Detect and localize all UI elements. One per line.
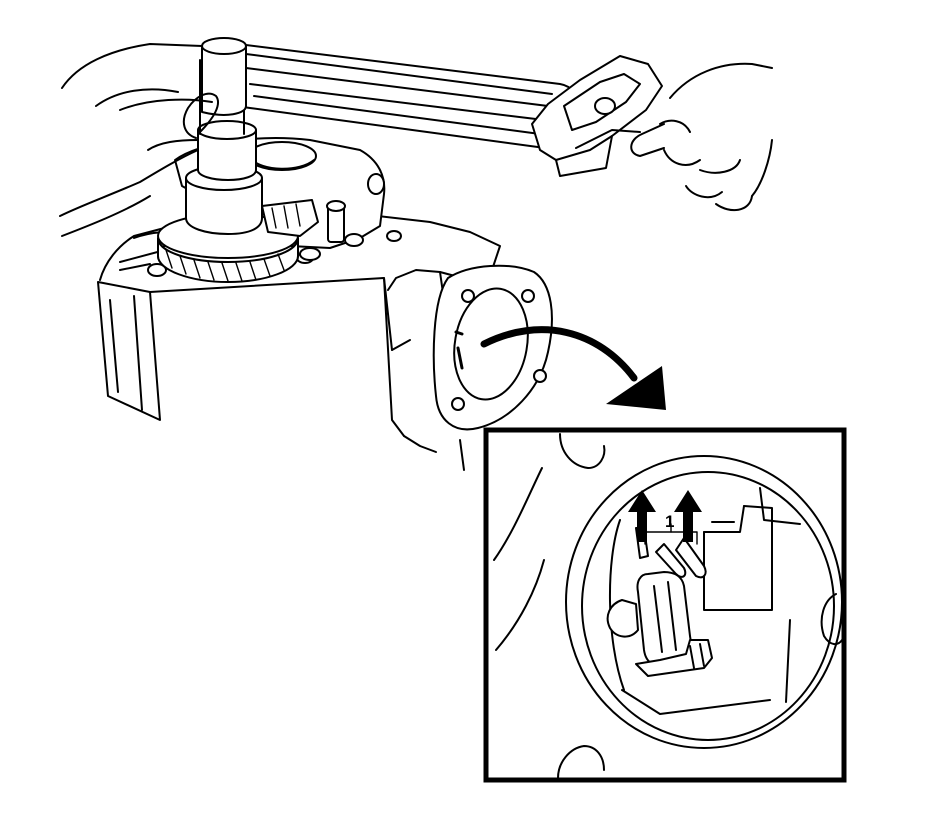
special-tool (201, 37, 663, 177)
housing-flange (432, 264, 553, 431)
right-hand (630, 62, 773, 212)
left-hand (59, 43, 219, 237)
detail-view-arrow (480, 326, 666, 410)
detail-inset: 1 (483, 427, 847, 783)
input-shaft (185, 59, 263, 235)
callout-number-1: 1 (665, 512, 674, 531)
